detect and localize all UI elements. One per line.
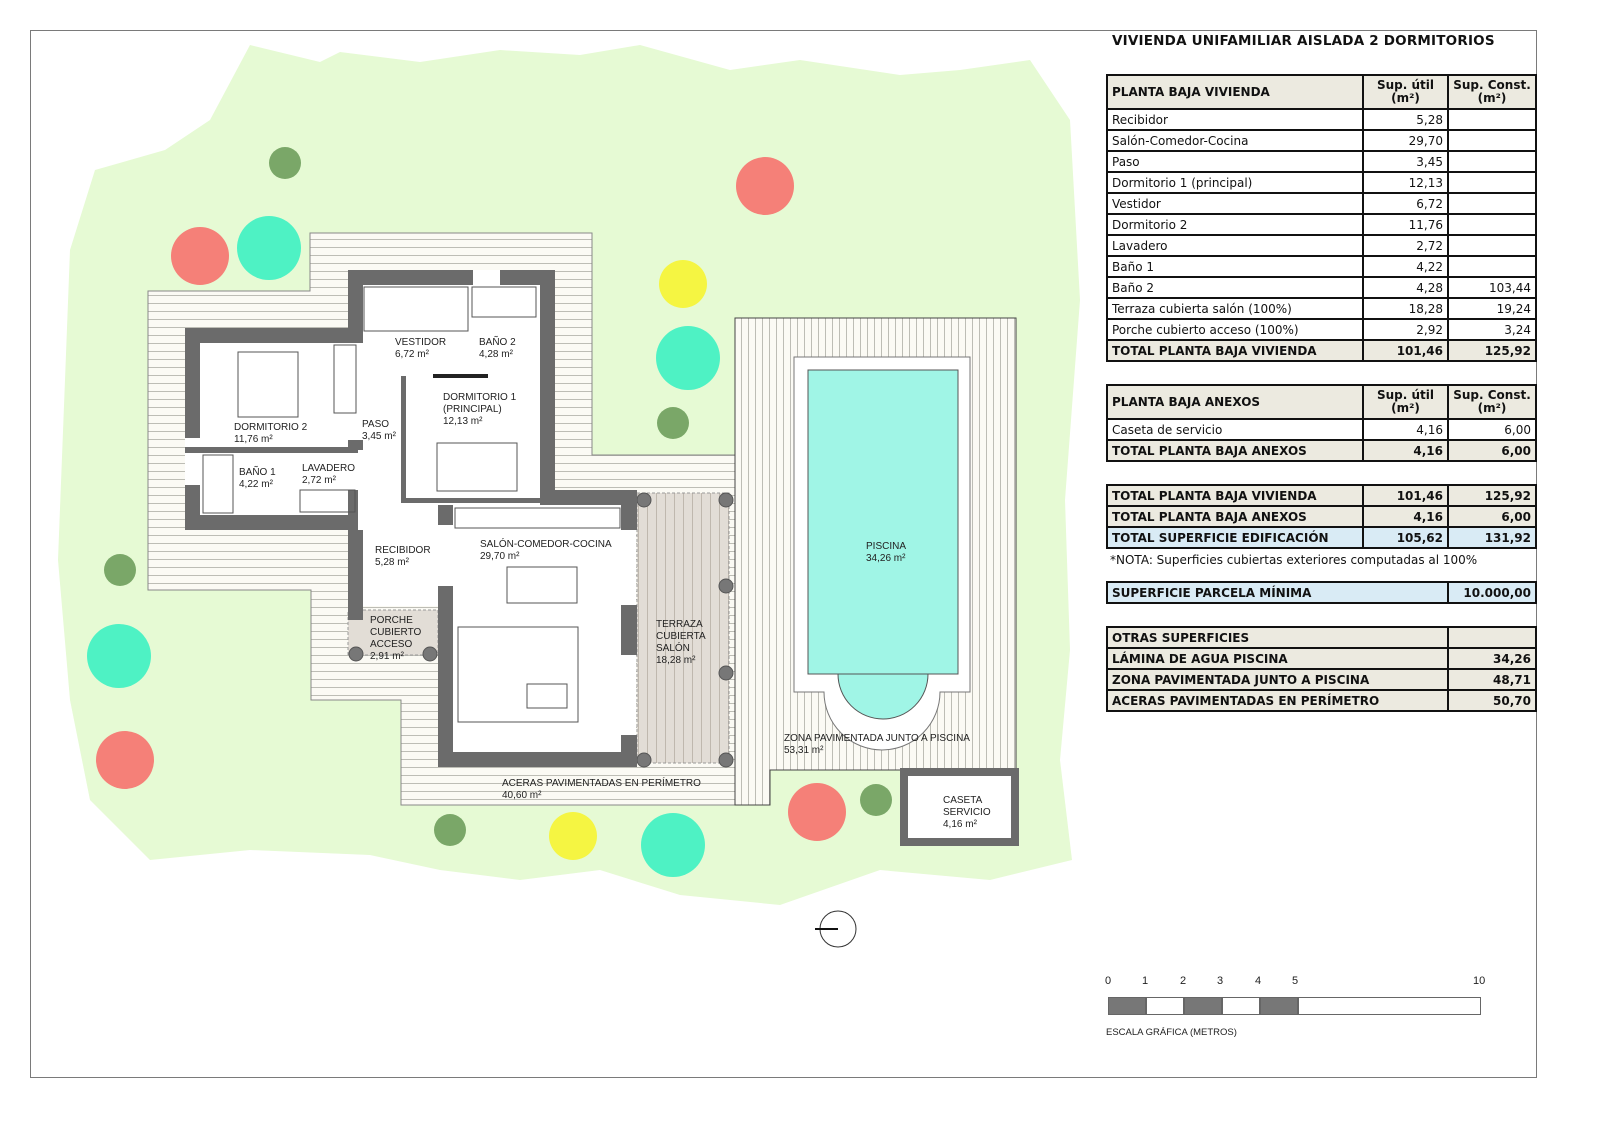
label-bano2: BAÑO 2 [479, 335, 516, 348]
label-paso: PASO [362, 419, 389, 430]
svg-text:5,28 m²: 5,28 m² [375, 557, 410, 568]
pool-water [807, 369, 959, 675]
service-shed [900, 768, 1019, 846]
svg-text:11,76 m²: 11,76 m² [234, 434, 273, 445]
svg-text:4,16 m²: 4,16 m² [943, 819, 978, 830]
otras-table: OTRAS SUPERFICIES LÁMINA DE AGUA PISCINA… [1106, 626, 1537, 712]
label-porche: PORCHE [370, 615, 413, 626]
label-aceras: ACERAS PAVIMENTADAS EN PERÍMETRO [502, 776, 701, 789]
svg-text:12,13 m²: 12,13 m² [443, 416, 483, 427]
label-recibidor: RECIBIDOR [375, 545, 431, 556]
label-salon: SALÓN-COMEDOR-COCINA [480, 537, 612, 550]
svg-text:3,45 m²: 3,45 m² [362, 431, 397, 442]
svg-text:CUBIERTA: CUBIERTA [656, 631, 706, 642]
label-piscina: PISCINA [866, 541, 906, 552]
north-arrow-icon [815, 910, 857, 948]
svg-text:CUBIERTO: CUBIERTO [370, 627, 422, 638]
label-caseta: CASETA [943, 795, 983, 806]
svg-text:SERVICIO: SERVICIO [943, 807, 991, 818]
label-dormitorio1: DORMITORIO 1 [443, 392, 517, 403]
covered-terrace [636, 492, 730, 764]
svg-text:SALÓN: SALÓN [656, 641, 690, 654]
surfaces-sheet: VIVIENDA UNIFAMILIAR AISLADA 2 DORMITORI… [1106, 30, 1538, 712]
label-terraza: TERRAZA [656, 619, 703, 630]
sheet-title: VIVIENDA UNIFAMILIAR AISLADA 2 DORMITORI… [1112, 33, 1495, 49]
walls [185, 270, 637, 767]
label-lavadero: LAVADERO [302, 463, 355, 474]
drawing-frame [30, 30, 1537, 1078]
svg-text:6,72 m²: 6,72 m² [395, 349, 430, 360]
svg-text:2,91 m²: 2,91 m² [370, 651, 405, 662]
trees [87, 147, 892, 877]
svg-text:(PRINCIPAL): (PRINCIPAL) [443, 404, 502, 415]
pool-steps [837, 673, 929, 720]
svg-text:4,22 m²: 4,22 m² [239, 479, 274, 490]
label-vestidor: VESTIDOR [395, 337, 446, 348]
svg-text:40,60 m²: 40,60 m² [502, 790, 542, 801]
anexos-header: PLANTA BAJA ANEXOS [1106, 384, 1364, 420]
room-labels: VESTIDOR 6,72 m² BAÑO 2 4,28 m² DORMITOR… [234, 335, 991, 830]
table-row: Dormitorio 1 (principal)12,13 [1106, 171, 1537, 194]
scale-caption: ESCALA GRÁFICA (METROS) [1106, 1027, 1237, 1038]
label-bano1: BAÑO 1 [239, 465, 276, 478]
svg-text:34,26 m²: 34,26 m² [866, 553, 906, 564]
svg-text:2,72 m²: 2,72 m² [302, 475, 337, 486]
svg-text:4,28 m²: 4,28 m² [479, 349, 514, 360]
svg-text:18,28 m²: 18,28 m² [656, 655, 696, 666]
svg-text:29,70 m²: 29,70 m² [480, 551, 520, 562]
svg-text:ACCESO: ACCESO [370, 639, 412, 650]
graphic-scale: 0 1 2 3 4 5 10 ESCALA GRÁFICA (METROS) [1105, 975, 1486, 1038]
label-dormitorio2: DORMITORIO 2 [234, 422, 308, 433]
vivienda-header: PLANTA BAJA VIVIENDA [1106, 74, 1364, 110]
svg-text:53,31 m²: 53,31 m² [784, 745, 824, 756]
vivienda-table: PLANTA BAJA VIVIENDA Sup. útil(m²) Sup. … [1106, 74, 1537, 362]
label-zona-pavimentada: ZONA PAVIMENTADA JUNTO A PISCINA [784, 733, 970, 744]
furniture [202, 286, 621, 723]
anexos-table: PLANTA BAJA ANEXOS Sup. útil(m²) Sup. Co… [1106, 384, 1537, 462]
note-text: *NOTA: Superficies cubiertas exteriores … [1110, 553, 1478, 567]
